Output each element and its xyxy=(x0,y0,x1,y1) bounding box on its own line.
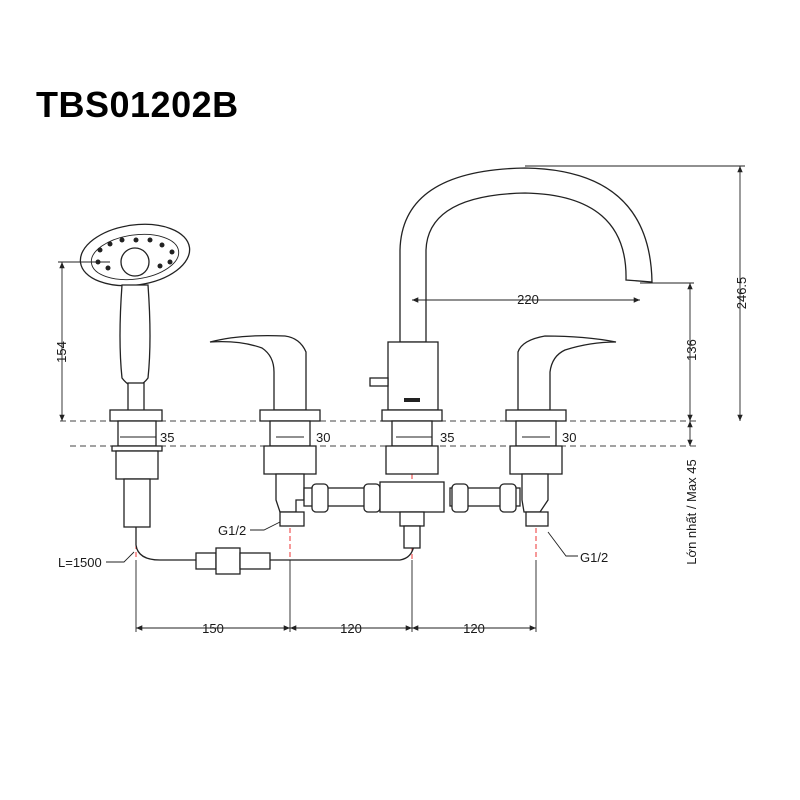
hose-length-label: L=1500 xyxy=(58,555,102,570)
dim-max-deck: Lớn nhất / Max 45 xyxy=(684,459,699,564)
dim-handshower-base: 35 xyxy=(160,430,174,445)
dim-spout-base: 35 xyxy=(440,430,454,445)
dim-spacing-3: 120 xyxy=(463,621,485,636)
model-title: TBS01202B xyxy=(36,84,239,125)
left-valve xyxy=(209,334,321,527)
spout xyxy=(369,167,653,475)
dim-spout-outlet-height: 136 xyxy=(684,339,699,361)
right-valve xyxy=(505,335,617,527)
thread-left-label: G1/2 xyxy=(218,523,246,538)
dim-total-height: 246.5 xyxy=(734,277,749,310)
dim-spacing-2: 120 xyxy=(340,621,362,636)
dim-left-valve-base: 30 xyxy=(316,430,330,445)
dimension-lines xyxy=(58,165,745,632)
dim-handshower-height: 154 xyxy=(54,341,69,363)
centerlines xyxy=(135,290,537,560)
hand-shower xyxy=(79,223,415,575)
dim-spacing-1: 150 xyxy=(202,621,224,636)
thread-right-label: G1/2 xyxy=(580,550,608,565)
manifold xyxy=(303,481,521,549)
dim-right-valve-base: 30 xyxy=(562,430,576,445)
dim-spout-reach: 220 xyxy=(517,292,539,307)
